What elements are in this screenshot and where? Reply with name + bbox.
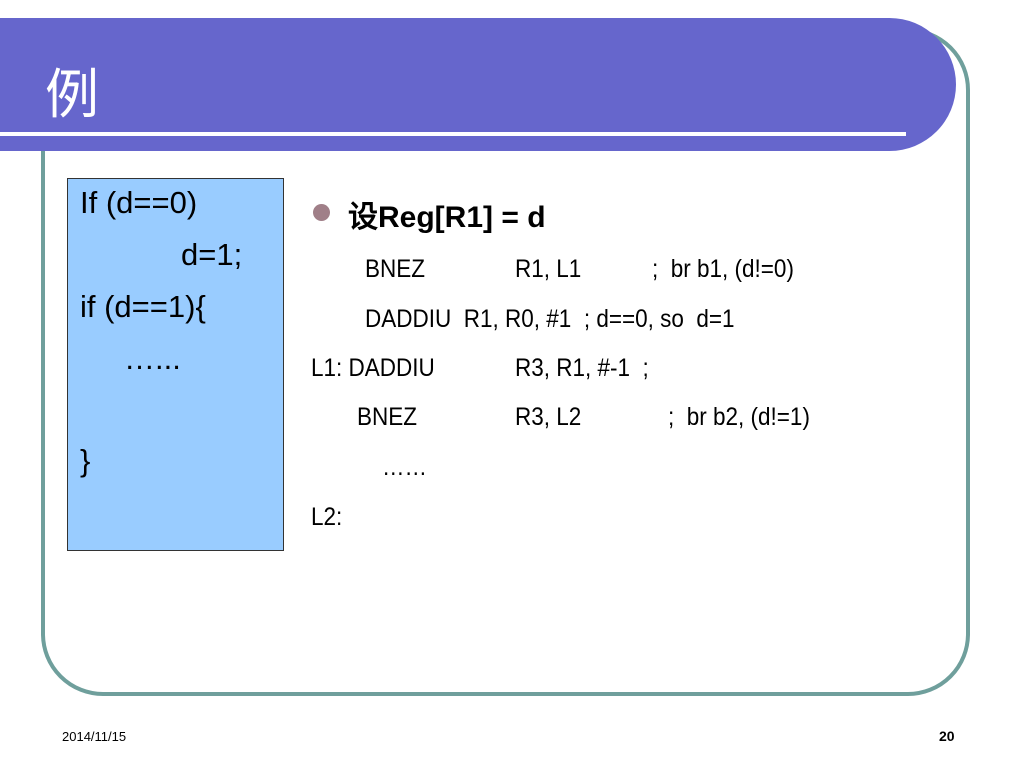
- asm-operands: R1, L1: [515, 255, 582, 283]
- title-band: [0, 18, 956, 151]
- bullet-prefix: 设: [348, 201, 378, 234]
- code-line: if (d==1){: [80, 289, 206, 324]
- asm-comment: ; br b2, (d!=1): [668, 403, 810, 431]
- asm-line: DADDIU R1, R0, #1 ; d==0, so d=1: [365, 305, 735, 333]
- code-line: d=1;: [181, 237, 243, 272]
- title-underline: [0, 132, 906, 136]
- slide-title: 例: [45, 63, 99, 126]
- bullet-dot-icon: [313, 204, 330, 221]
- asm-op: BNEZ: [365, 255, 426, 283]
- asm-comment: ; br b1, (d!=0): [652, 255, 794, 283]
- c-code-box: If (d==0) d=1; if (d==1){ …... }: [67, 178, 284, 551]
- asm-op: L1: DADDIU: [311, 354, 435, 382]
- code-line: }: [80, 443, 91, 478]
- page-number: 20: [939, 728, 955, 744]
- code-line: …...: [124, 341, 181, 376]
- asm-op: BNEZ: [357, 403, 418, 431]
- bullet-formula: Reg[R1] = d: [378, 201, 546, 234]
- bullet-text: 设Reg[R1] = d: [348, 192, 546, 236]
- asm-operands: R3, L2: [515, 403, 582, 431]
- asm-ellipsis: ……: [382, 453, 427, 481]
- asm-label: L2:: [311, 503, 343, 531]
- asm-operands: R3, R1, #-1 ;: [515, 354, 649, 382]
- footer-date: 2014/11/15: [62, 729, 127, 744]
- code-line: If (d==0): [80, 185, 198, 220]
